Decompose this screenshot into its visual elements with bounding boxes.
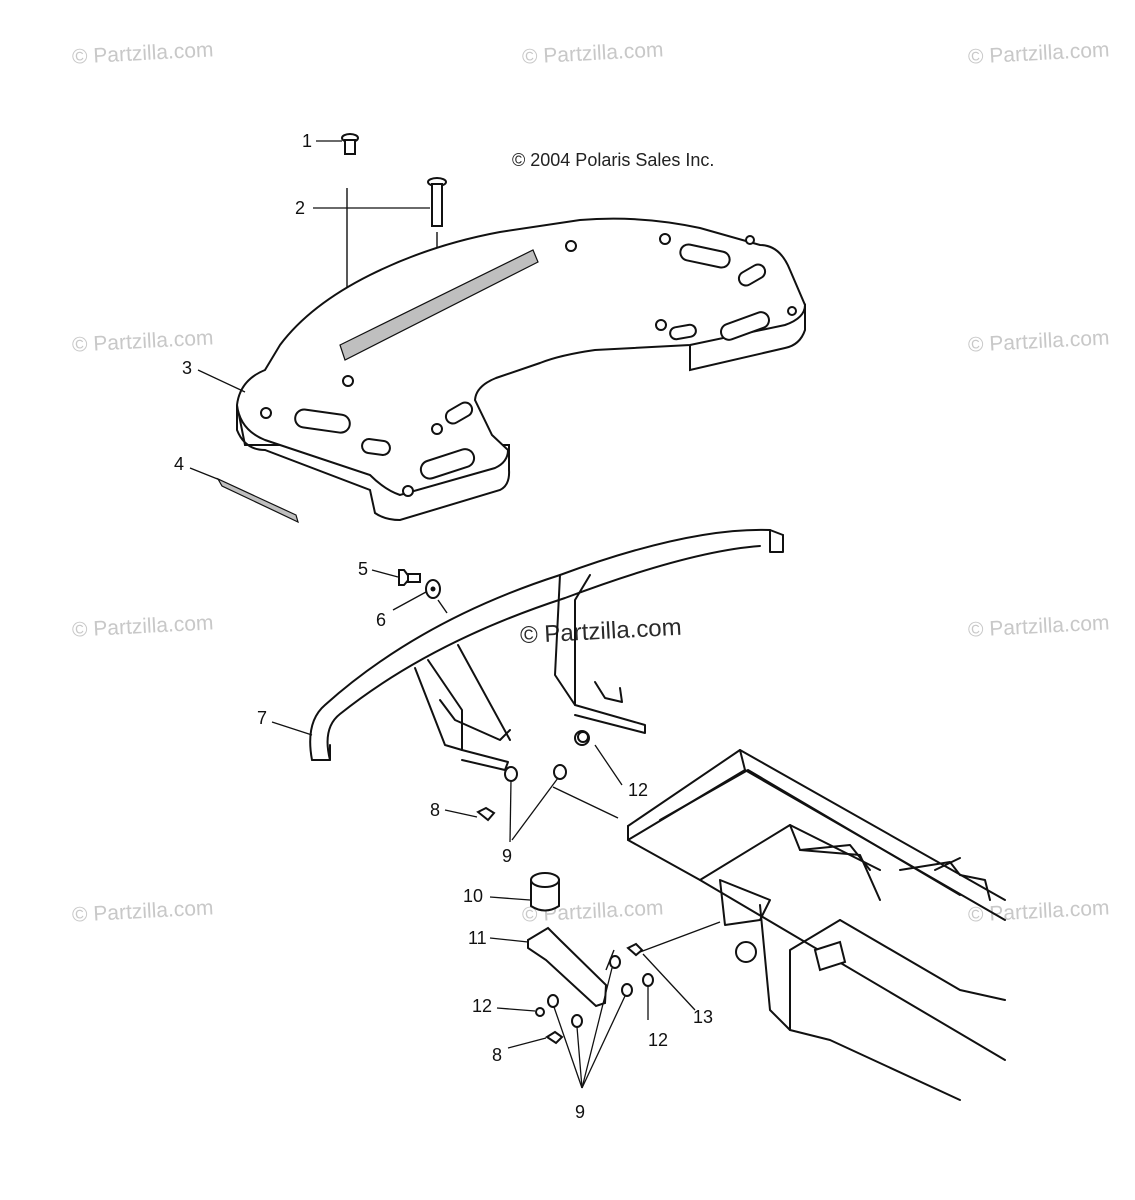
callout-3: 3	[182, 358, 193, 378]
callout-4: 4	[174, 454, 185, 474]
callout-7: 7	[257, 708, 268, 728]
screw-5	[398, 569, 421, 586]
callout-11: 11	[468, 928, 487, 948]
callout-8: 8	[492, 1045, 503, 1065]
strip-4	[216, 477, 299, 524]
bolt-8	[476, 806, 496, 822]
callout-2: 2	[295, 198, 306, 218]
leader-lines	[189, 140, 696, 1089]
bolt-1	[341, 133, 359, 155]
callout-12: 12	[628, 780, 649, 800]
spacer-10	[530, 872, 560, 912]
callout-9: 9	[575, 1102, 586, 1122]
callout-12: 12	[472, 996, 493, 1016]
nuts-9	[504, 730, 590, 782]
bracket-11	[527, 926, 608, 1008]
callout-13: 13	[693, 1007, 714, 1027]
lower-fasteners	[535, 942, 654, 1045]
rack-frame-7	[309, 528, 784, 771]
callout-8: 8	[430, 800, 441, 820]
callout-12: 12	[648, 1030, 669, 1050]
copyright-notice: © 2004 Polaris Sales Inc.	[512, 150, 715, 170]
callout-6: 6	[376, 610, 387, 630]
callout-1: 1	[302, 131, 313, 151]
callout-9: 9	[502, 846, 513, 866]
callout-10: 10	[463, 886, 484, 906]
rack-plate-3	[235, 217, 807, 522]
bolt-2	[427, 177, 447, 227]
nut-12	[577, 731, 589, 743]
washer-6	[425, 579, 441, 599]
vehicle-frame	[627, 749, 1006, 1101]
callout-5: 5	[358, 559, 369, 579]
